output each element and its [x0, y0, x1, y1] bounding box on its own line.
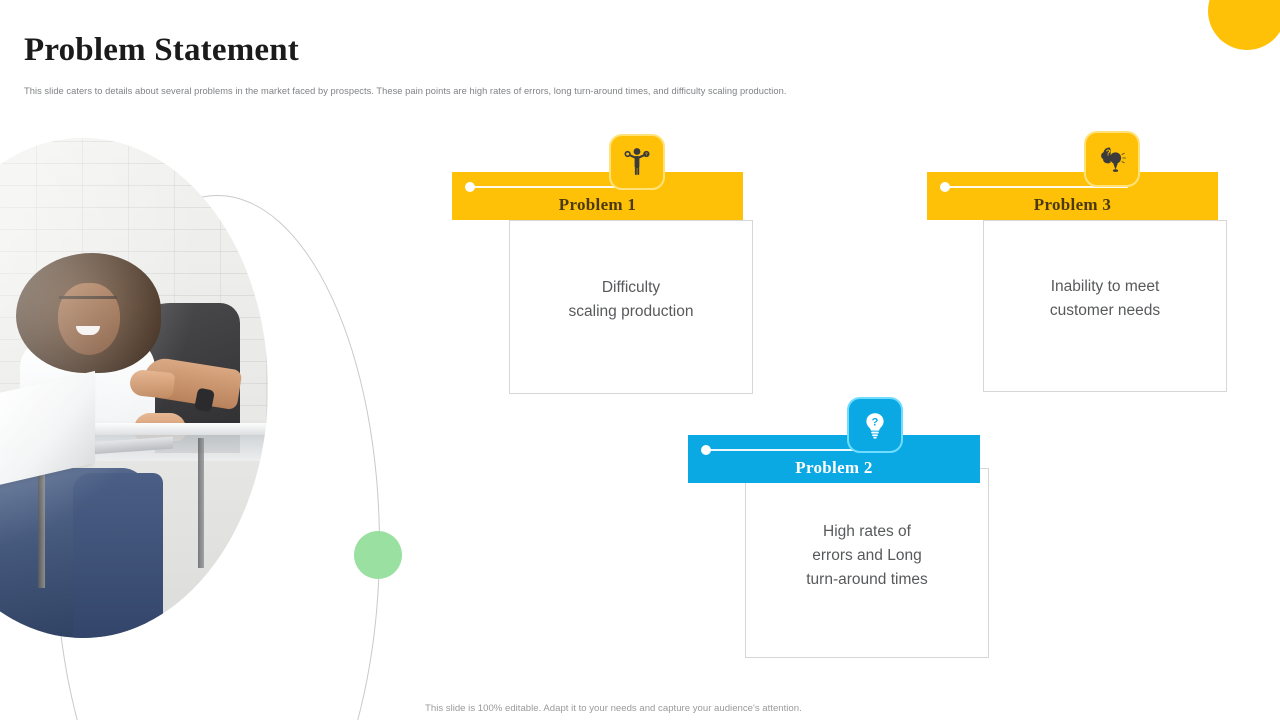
brain-question-icon: ?: [1084, 131, 1140, 187]
page-subtitle: This slide caters to details about sever…: [24, 86, 787, 96]
problem-1-body: Difficulty scaling production: [509, 220, 753, 394]
page-title: Problem Statement: [24, 32, 299, 68]
problem-2-body: High rates of errors and Long turn-aroun…: [745, 468, 989, 658]
svg-text:?: ?: [645, 152, 648, 157]
problem-2-connector-dot: [701, 445, 711, 455]
problem-3-header-bar[interactable]: Problem 3: [927, 172, 1218, 220]
problem-1-header-bar[interactable]: Problem 1: [452, 172, 743, 220]
footer-note: This slide is 100% editable. Adapt it to…: [425, 703, 802, 714]
lightbulb-question-icon: ?: [847, 397, 903, 453]
problem-2-text: High rates of errors and Long turn-aroun…: [806, 522, 928, 588]
problem-2-label: Problem 2: [795, 458, 873, 477]
problem-3-label: Problem 3: [1033, 195, 1112, 214]
problem-3-connector-line: [945, 186, 1128, 188]
problem-2-header-bar[interactable]: Problem 2: [688, 435, 980, 483]
problem-3-connector-dot: [940, 182, 950, 192]
problem-3-body: Inability to meet customer needs: [983, 220, 1227, 392]
person-juggling-icon: ?: [609, 134, 665, 190]
problem-2-connector-line: [706, 449, 889, 451]
svg-text:?: ?: [872, 416, 879, 428]
problem-1-label: Problem 1: [558, 195, 637, 214]
yellow-corner-circle: [1208, 0, 1280, 50]
problem-1-text: Difficulty scaling production: [568, 278, 694, 320]
svg-text:?: ?: [1106, 149, 1111, 158]
woman-with-laptop-photo: [0, 138, 268, 638]
problem-1-connector-line: [470, 186, 653, 188]
problem-3-text: Inability to meet customer needs: [1049, 277, 1161, 319]
problem-1-connector-dot: [465, 182, 475, 192]
green-accent-dot: [354, 531, 402, 579]
